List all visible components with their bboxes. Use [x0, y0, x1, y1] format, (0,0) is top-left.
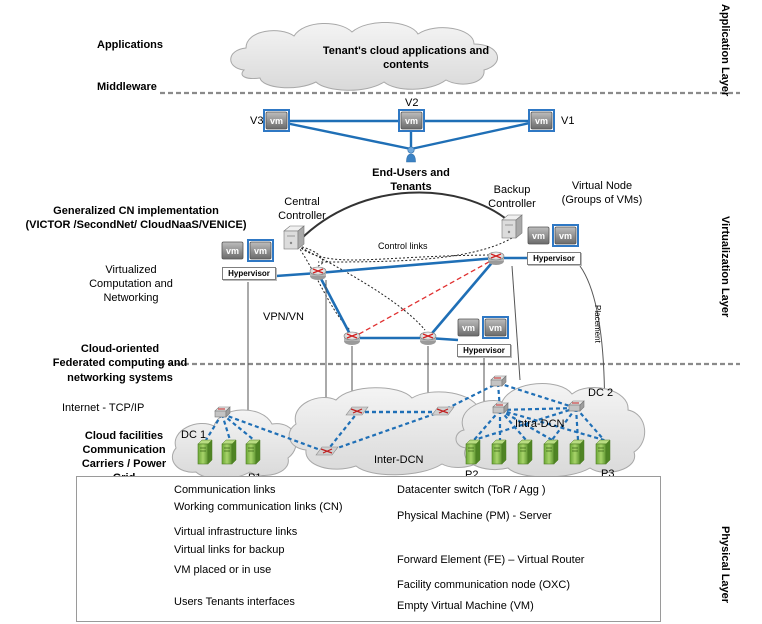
cloud-facilities-label-2: Communication: [82, 444, 166, 456]
internet-label: Internet - TCP/IP: [62, 402, 145, 414]
switch-dc2-agg: [490, 375, 507, 387]
vm-v1: [529, 110, 554, 131]
server-dc1-1: [197, 439, 213, 465]
cloud-oriented-label-1: Cloud-oriented: [80, 343, 160, 355]
generalized-cn-label: Generalized CN implementation: [53, 205, 219, 217]
legend-vm-placed: VM placed or in use: [174, 564, 272, 576]
hypervisor-right: Hypervisor: [527, 252, 581, 265]
vpn-label: VPN/VN: [263, 311, 304, 323]
control-links-label: Control links: [378, 241, 428, 251]
virtual-node-label-1: Virtual Node: [571, 180, 633, 192]
switch-dc2-tor-1: [492, 402, 509, 414]
virtualization-layer-label: Virtualization Layer: [719, 216, 731, 318]
server-dc2-4: [543, 439, 559, 465]
vm-v2-label: V2: [405, 97, 419, 109]
vm-v1-label: V1: [561, 115, 575, 127]
backup-controller-label-2: Controller: [488, 198, 536, 210]
cloud-apps-text-1: Tenant's cloud applications and: [322, 45, 490, 57]
middleware-label: Middleware: [97, 81, 157, 93]
central-controller-icon: [283, 225, 305, 250]
cloud-facilities-label-3: Carriers / Power: [81, 458, 167, 470]
legend-virtual-infra-links: Virtual infrastructure links: [174, 526, 298, 538]
virtual-node-label-2: (Groups of VMs): [561, 194, 643, 206]
cloud-apps-text-2: contents: [383, 59, 429, 71]
router-fe-2: [487, 251, 505, 266]
hypervisor-mid: Hypervisor: [457, 344, 511, 357]
server-dc2-1: [465, 439, 481, 465]
legend-physical-machine: Physical Machine (PM) - Server: [397, 510, 552, 522]
end-user-icon: [406, 146, 416, 163]
virtualized-label-2: Computation and: [89, 278, 173, 290]
router-fe-1: [309, 266, 327, 281]
generalized-cn-examples: (VICTOR /SecondNet/ CloudNaaS/VENICE): [25, 219, 247, 231]
legend-backup-links: Virtual links for backup: [174, 544, 285, 556]
vm-placed-left: [248, 240, 273, 261]
vm-empty-right: [527, 226, 550, 245]
legend-datacenter-switch: Datacenter switch (ToR / Agg ): [397, 484, 546, 496]
vm-empty-left: [221, 241, 244, 260]
vm-placed-mid: [483, 317, 508, 338]
application-layer-label: Application Layer: [719, 4, 731, 97]
legend-users-interfaces: Users Tenants interfaces: [174, 596, 295, 608]
vm-v2: [399, 110, 424, 131]
server-dc2-5: [569, 439, 585, 465]
vm-empty-mid: [457, 318, 480, 337]
dc2-label: DC 2: [588, 387, 614, 399]
vm-v3-label: V3: [250, 115, 264, 127]
inter-dcn-label: Inter-DCN: [374, 454, 424, 466]
intra-dcn-label: Intra-DCN: [515, 418, 565, 430]
router-fe-3: [343, 331, 361, 346]
dc1-label: DC 1: [181, 429, 207, 441]
legend-empty-vm: Empty Virtual Machine (VM): [397, 600, 534, 612]
router-fe-4: [419, 331, 437, 346]
legend-facility-node: Facility communication node (OXC): [397, 579, 571, 591]
central-controller-label-2: Controller: [278, 210, 326, 222]
backup-controller-label-1: Backup: [493, 184, 531, 196]
cloud-oriented-label-2: Federated computing and: [52, 357, 188, 369]
hypervisor-left: Hypervisor: [222, 267, 276, 280]
server-dc2-3: [517, 439, 533, 465]
end-users-label-1: End-Users and: [372, 167, 450, 179]
legend-box: Communication links Working communicatio…: [76, 476, 661, 622]
legend-working-links: Working communication links (CN): [174, 501, 343, 513]
cloud-oriented-label-3: networking systems: [67, 372, 173, 384]
server-dc1-2: [221, 439, 237, 465]
server-dc2-6: [595, 439, 611, 465]
vm-v3: [264, 110, 289, 131]
end-users-label-2: Tenants: [390, 181, 432, 193]
cloud-facilities-label-1: Cloud facilities: [84, 430, 164, 442]
central-controller-label-1: Central: [284, 196, 320, 208]
virtualized-label-1: Virtualized: [105, 264, 157, 276]
physical-layer-label: Physical Layer: [719, 526, 731, 604]
legend-communication-links: Communication links: [174, 484, 276, 496]
vm-placed-right: [553, 225, 578, 246]
switch-dc2-tor-2: [568, 400, 585, 412]
applications-label: Applications: [97, 39, 164, 51]
server-dc2-2: [491, 439, 507, 465]
backup-controller-icon: [501, 214, 523, 239]
virtualized-label-3: Networking: [103, 292, 159, 304]
server-dc1-3: [245, 439, 261, 465]
legend-forward-element: Forward Element (FE) – Virtual Router: [397, 554, 585, 566]
placement-label: Placement: [593, 305, 602, 343]
switch-dc1: [214, 406, 231, 418]
